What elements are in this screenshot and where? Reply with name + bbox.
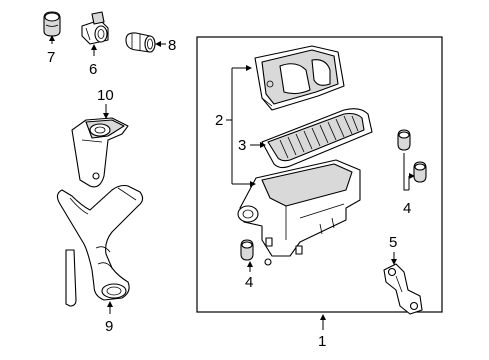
sleeve-part-8 bbox=[125, 32, 156, 53]
assembly-frame bbox=[196, 36, 443, 313]
intake-duct-part-9 bbox=[56, 184, 144, 307]
bracket-part-5 bbox=[383, 263, 423, 315]
air-cleaner-case bbox=[237, 159, 361, 266]
grommet-part-4-lower bbox=[240, 239, 254, 261]
grommet-part-7 bbox=[43, 11, 61, 37]
grommet-part-4-right bbox=[397, 129, 427, 183]
callout-8: 8 bbox=[168, 37, 176, 54]
callout-4-lower: 4 bbox=[245, 274, 253, 291]
air-cleaner-cover-part-2 bbox=[254, 45, 345, 111]
callout-3: 3 bbox=[238, 137, 246, 154]
sensor-part-6 bbox=[81, 11, 109, 45]
callout-1: 1 bbox=[318, 333, 326, 350]
callout-10: 10 bbox=[97, 87, 114, 104]
callout-4-right: 4 bbox=[403, 200, 411, 217]
callout-7: 7 bbox=[47, 49, 55, 66]
leader-4-right bbox=[403, 153, 409, 191]
callout-6: 6 bbox=[89, 61, 97, 78]
air-filter-part-3 bbox=[261, 108, 373, 169]
callout-5: 5 bbox=[389, 234, 397, 251]
callout-9: 9 bbox=[105, 318, 113, 335]
resonator-part-10 bbox=[71, 117, 129, 188]
callout-2: 2 bbox=[215, 112, 223, 129]
